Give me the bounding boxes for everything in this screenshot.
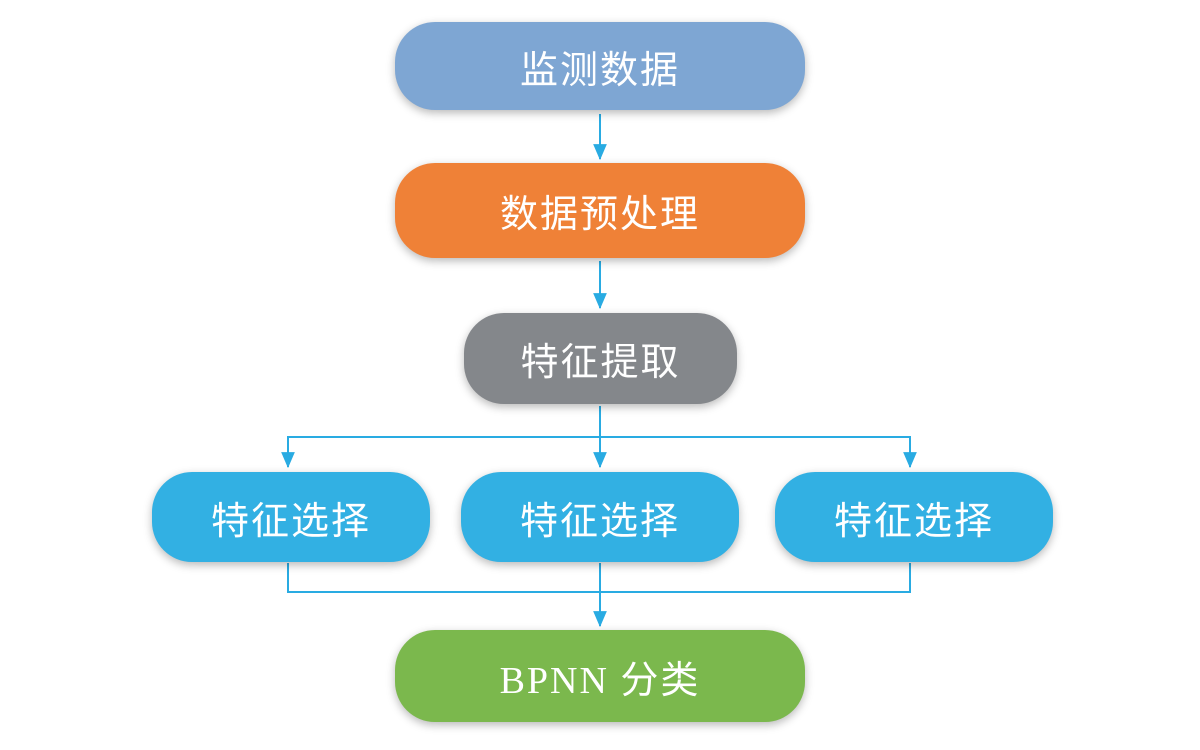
node-feature-extraction: 特征提取 bbox=[464, 313, 737, 404]
branch-rail-top bbox=[287, 436, 911, 467]
node-feature-selection-2-label: 特征选择 bbox=[519, 500, 680, 543]
node-data-preprocessing-label: 数据预处理 bbox=[499, 194, 700, 236]
node-feature-selection-1-label: 特征选择 bbox=[210, 500, 371, 543]
node-bpnn-classification-label: BPNN 分类 bbox=[499, 659, 701, 702]
node-bpnn-classification: BPNN 分类 bbox=[395, 630, 805, 722]
node-feature-selection-1: 特征选择 bbox=[152, 472, 430, 562]
node-data-preprocessing: 数据预处理 bbox=[395, 163, 805, 258]
node-feature-selection-2: 特征选择 bbox=[461, 472, 739, 562]
node-feature-extraction-label: 特征提取 bbox=[520, 342, 681, 384]
node-feature-selection-3: 特征选择 bbox=[775, 472, 1053, 562]
node-feature-selection-3-label: 特征选择 bbox=[833, 500, 994, 543]
node-monitoring-data-label: 监测数据 bbox=[519, 49, 680, 92]
merge-rail-bottom bbox=[287, 563, 911, 593]
node-monitoring-data: 监测数据 bbox=[395, 22, 805, 110]
